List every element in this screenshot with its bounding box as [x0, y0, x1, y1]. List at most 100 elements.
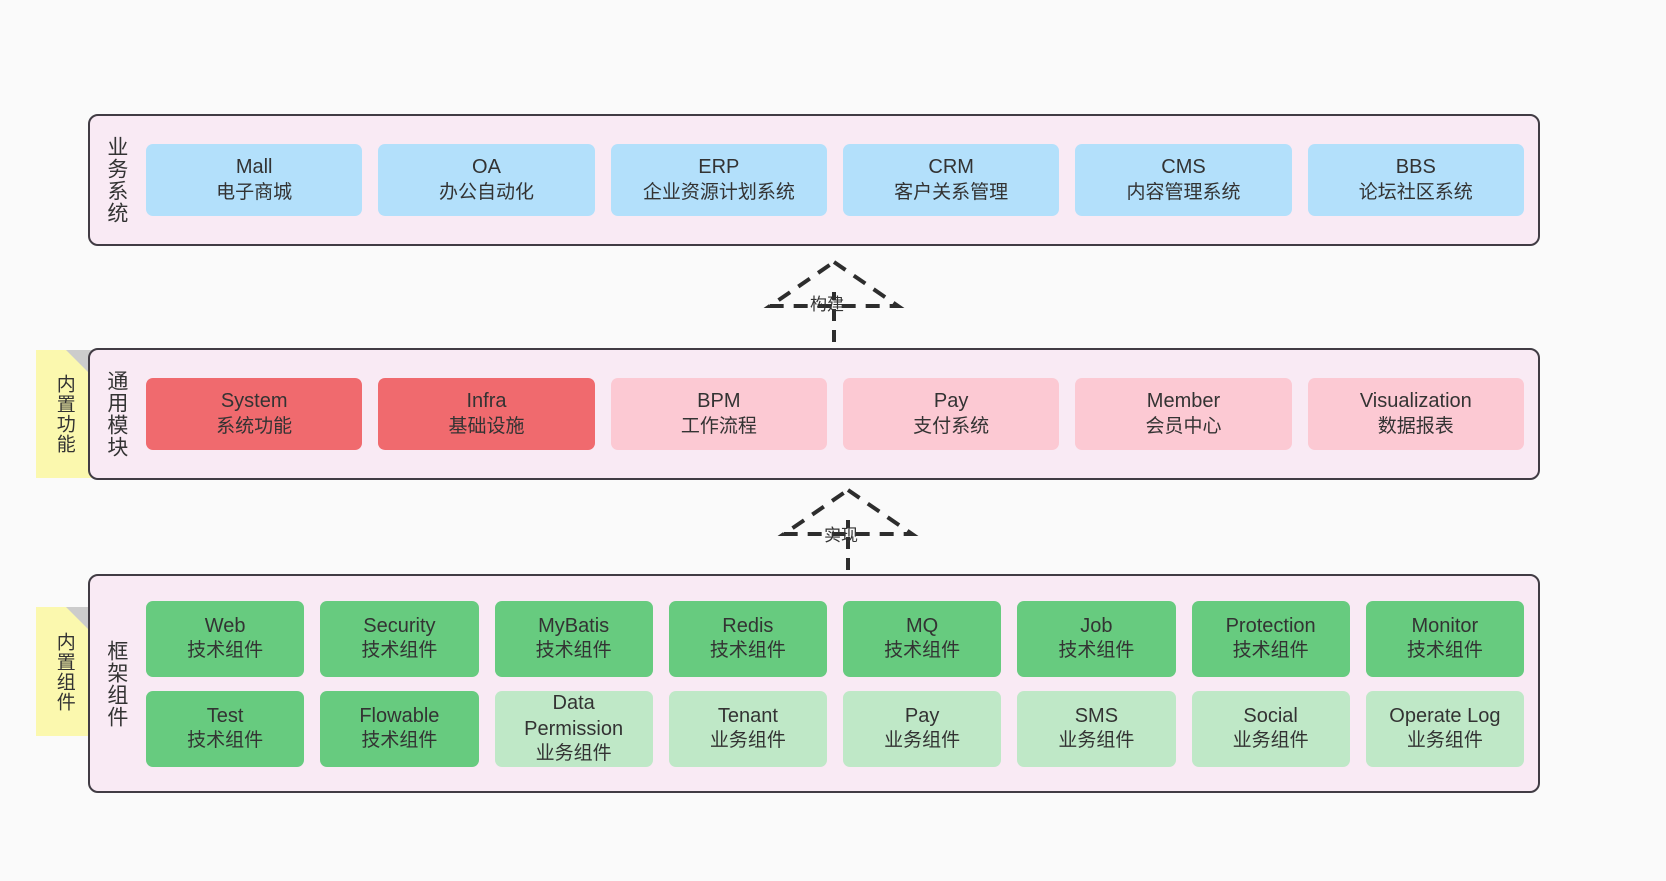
card-subtitle: 业务组件	[1058, 730, 1135, 752]
card-title: MyBatis	[538, 614, 610, 637]
card-mq[interactable]: MQ 技术组件	[843, 600, 1002, 677]
card-pay-module[interactable]: Pay 支付系统	[842, 378, 1060, 450]
card-oa[interactable]: OA 办公自动化	[378, 144, 595, 216]
card-title: Job	[1080, 614, 1113, 637]
card-title: Data Permission	[524, 692, 624, 740]
card-title: System	[220, 390, 288, 413]
card-subtitle: 技术组件	[1232, 640, 1309, 662]
card-mybatis[interactable]: MyBatis 技术组件	[494, 600, 653, 677]
layer-body-common-module: System 系统功能 Infra 基础设施 BPM 工作流程 Pay 支付系统…	[142, 350, 1538, 478]
card-title: CMS	[1161, 156, 1206, 179]
card-sms[interactable]: SMS 业务组件	[1017, 690, 1176, 767]
card-flowable[interactable]: Flowable 技术组件	[320, 690, 479, 767]
card-bbs[interactable]: BBS 论坛社区系统	[1307, 144, 1524, 216]
card-system[interactable]: System 系统功能	[146, 378, 363, 450]
card-subtitle: 会员中心	[1145, 415, 1222, 437]
card-title: Web	[204, 614, 246, 637]
card-subtitle: 技术组件	[187, 640, 264, 662]
card-title: ERP	[698, 156, 740, 179]
card-subtitle: 技术组件	[535, 640, 612, 662]
card-title: Pay	[933, 390, 969, 413]
card-subtitle: 内容管理系统	[1126, 181, 1241, 203]
sticky-note-label: 内置功能	[53, 374, 75, 454]
card-subtitle: 业务组件	[535, 742, 612, 764]
card-title: SMS	[1074, 704, 1119, 727]
card-title: Flowable	[359, 704, 440, 727]
card-row: Mall 电子商城 OA 办公自动化 ERP 企业资源计划系统 CRM 客户关系…	[146, 144, 1524, 216]
card-member[interactable]: Member 会员中心	[1075, 378, 1292, 450]
card-tenant[interactable]: Tenant 业务组件	[668, 690, 827, 767]
layer-business-system: 业务系统 Mall 电子商城 OA 办公自动化 ERP 企业资源计划系统 CRM…	[88, 114, 1540, 246]
card-subtitle: 论坛社区系统	[1358, 181, 1473, 203]
card-protection[interactable]: Protection 技术组件	[1191, 600, 1350, 677]
connector-build-arrow	[763, 259, 905, 342]
card-title: Social	[1243, 704, 1298, 727]
card-subtitle: 技术组件	[1058, 640, 1135, 662]
sticky-note-label: 内置组件	[53, 631, 75, 712]
card-subtitle: 技术组件	[361, 730, 438, 752]
card-subtitle: 客户关系管理	[894, 181, 1009, 203]
card-title: Security	[363, 614, 436, 637]
connector-realize-arrow	[777, 487, 919, 570]
card-subtitle: 业务组件	[884, 730, 961, 752]
card-title: BPM	[697, 390, 741, 413]
card-title: Tenant	[717, 704, 778, 727]
connector-realize-label: 实现	[824, 526, 858, 545]
layer-title-framework-component: 框架组件	[104, 639, 128, 728]
card-subtitle: 电子商城	[216, 181, 293, 203]
card-subtitle: 业务组件	[1232, 730, 1309, 752]
card-subtitle: 工作流程	[680, 415, 757, 437]
card-pay-component[interactable]: Pay 业务组件	[843, 690, 1002, 767]
card-visualization[interactable]: Visualization 数据报表	[1307, 378, 1524, 450]
card-test[interactable]: Test 技术组件	[146, 690, 305, 767]
card-title: CRM	[928, 156, 974, 179]
card-title: BBS	[1395, 156, 1436, 179]
card-subtitle: 数据报表	[1377, 415, 1454, 437]
card-social[interactable]: Social 业务组件	[1191, 690, 1350, 767]
card-subtitle: 技术组件	[187, 730, 264, 752]
card-redis[interactable]: Redis 技术组件	[668, 600, 827, 677]
card-erp[interactable]: ERP 企业资源计划系统	[610, 144, 827, 216]
card-title: Monitor	[1411, 614, 1479, 637]
layer-body-framework-component: Web 技术组件 Security 技术组件 MyBatis 技术组件 Redi…	[142, 576, 1538, 791]
card-data-permission[interactable]: Data Permission 业务组件	[494, 690, 653, 767]
card-title: Mall	[235, 156, 273, 179]
card-web[interactable]: Web 技术组件	[146, 600, 305, 677]
card-infra[interactable]: Infra 基础设施	[378, 378, 595, 450]
card-subtitle: 业务组件	[1406, 730, 1483, 752]
card-row: Web 技术组件 Security 技术组件 MyBatis 技术组件 Redi…	[146, 600, 1524, 677]
layer-body-business-system: Mall 电子商城 OA 办公自动化 ERP 企业资源计划系统 CRM 客户关系…	[142, 116, 1538, 244]
sticky-note-builtin-components: 内置组件	[36, 607, 92, 736]
card-subtitle: 技术组件	[709, 640, 786, 662]
card-subtitle: 业务组件	[709, 730, 786, 752]
card-monitor[interactable]: Monitor 技术组件	[1365, 600, 1524, 677]
layer-common-module: 通用模块 System 系统功能 Infra 基础设施 BPM 工作流程 Pay…	[88, 348, 1540, 480]
sticky-note-builtin-features: 内置功能	[36, 350, 92, 478]
card-subtitle: 技术组件	[884, 640, 961, 662]
card-bpm[interactable]: BPM 工作流程	[610, 378, 827, 450]
card-subtitle: 系统功能	[216, 415, 293, 437]
card-title: Operate Log	[1389, 704, 1501, 727]
card-operate-log[interactable]: Operate Log 业务组件	[1365, 690, 1524, 767]
card-title: Redis	[722, 614, 774, 637]
card-subtitle: 企业资源计划系统	[642, 181, 795, 203]
card-mall[interactable]: Mall 电子商城	[146, 144, 363, 216]
card-cms[interactable]: CMS 内容管理系统	[1075, 144, 1292, 216]
page-fold-icon	[66, 350, 92, 376]
card-title: MQ	[906, 614, 939, 637]
card-subtitle: 技术组件	[361, 640, 438, 662]
card-title: Visualization	[1359, 390, 1472, 413]
layer-framework-component: 框架组件 Web 技术组件 Security 技术组件 MyBatis 技术组件…	[88, 574, 1540, 793]
card-title: OA	[472, 156, 501, 179]
card-title: Pay	[904, 704, 940, 727]
card-job[interactable]: Job 技术组件	[1017, 600, 1176, 677]
card-title: Test	[206, 704, 244, 727]
layer-title-common-module: 通用模块	[104, 370, 128, 458]
card-title: Member	[1146, 390, 1221, 413]
page-fold-icon	[66, 607, 92, 633]
card-subtitle: 支付系统	[913, 415, 990, 437]
card-crm[interactable]: CRM 客户关系管理	[842, 144, 1060, 216]
card-security[interactable]: Security 技术组件	[320, 600, 479, 677]
card-title: Protection	[1225, 614, 1316, 637]
card-title: Infra	[466, 390, 507, 413]
